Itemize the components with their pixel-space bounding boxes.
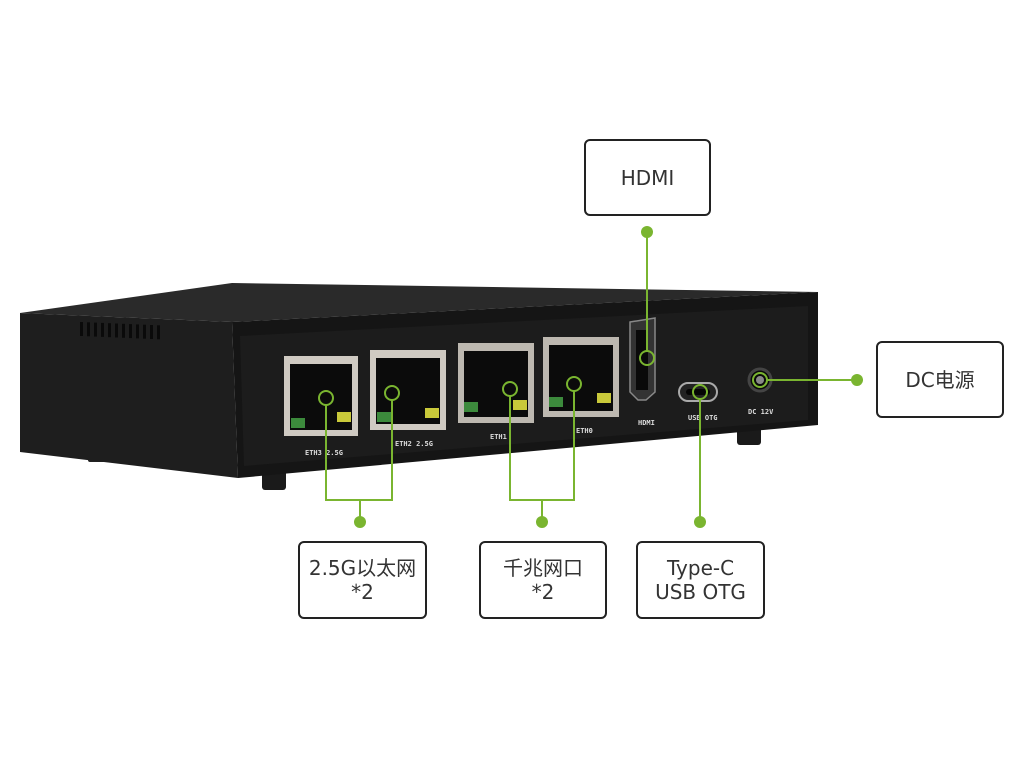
callout-dot bbox=[536, 516, 548, 528]
vent-slot bbox=[157, 325, 160, 340]
callout-text: 2.5G以太网 bbox=[308, 556, 417, 580]
vent-slot bbox=[122, 323, 125, 338]
callout-text: *2 bbox=[351, 580, 374, 604]
port-eth2: ETH2 2.5G bbox=[370, 350, 446, 448]
callout-connectors bbox=[318, 232, 857, 522]
port-label: ETH0 bbox=[576, 427, 593, 435]
callout-dc-power: DC电源 bbox=[876, 341, 1004, 418]
port-eth0: ETH0 bbox=[543, 337, 619, 435]
callout-dot bbox=[641, 226, 653, 238]
vent-slot bbox=[80, 322, 83, 336]
callout-text: HDMI bbox=[620, 165, 675, 190]
callout-text: DC电源 bbox=[905, 367, 975, 392]
callout-text: USB OTG bbox=[655, 580, 746, 604]
port-eth1: ETH1 bbox=[458, 343, 534, 441]
port-label: USB OTG bbox=[688, 414, 718, 422]
port-label: DC 12V bbox=[748, 408, 774, 416]
callout-dots bbox=[354, 226, 863, 528]
port-hdmi: HDMI bbox=[629, 317, 656, 427]
callout-text: *2 bbox=[531, 580, 555, 604]
vent-slot bbox=[150, 325, 153, 339]
vent-slot bbox=[136, 324, 139, 339]
callout-dot bbox=[354, 516, 366, 528]
callout-dot bbox=[851, 374, 863, 386]
callout-hdmi: HDMI bbox=[584, 139, 711, 216]
vent-slot bbox=[129, 324, 132, 339]
vent-slot bbox=[94, 322, 97, 337]
callout-dot bbox=[694, 516, 706, 528]
vent-slots bbox=[80, 322, 160, 340]
callout-gigabit-ethernet: 千兆网口 *2 bbox=[479, 541, 607, 619]
vent-slot bbox=[143, 324, 146, 339]
port-usb-otg: USB OTG bbox=[678, 382, 718, 422]
callout-text: Type-C bbox=[666, 556, 735, 580]
callout-2-5g-ethernet: 2.5G以太网 *2 bbox=[298, 541, 427, 619]
port-label: ETH3 2.5G bbox=[305, 449, 343, 457]
callout-text: 千兆网口 bbox=[503, 556, 583, 580]
port-label: HDMI bbox=[638, 419, 655, 427]
vent-slot bbox=[101, 322, 104, 337]
vent-slot bbox=[87, 322, 90, 337]
port-label: ETH1 bbox=[490, 433, 507, 441]
vent-slot bbox=[115, 323, 118, 338]
port-label: ETH2 2.5G bbox=[395, 440, 433, 448]
device-top bbox=[20, 283, 818, 322]
callout-type-c: Type-C USB OTG bbox=[636, 541, 765, 619]
device-side bbox=[20, 313, 238, 478]
vent-slot bbox=[108, 323, 111, 338]
port-eth3: ETH3 2.5G bbox=[284, 356, 358, 457]
